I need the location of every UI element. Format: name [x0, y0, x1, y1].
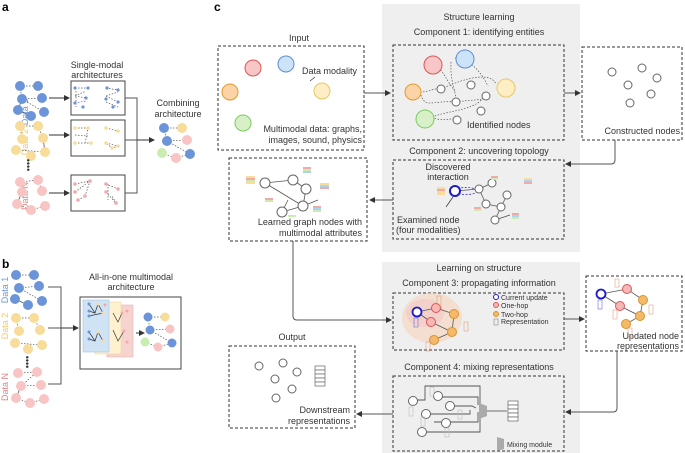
component4-title: Component 4: mixing representations [404, 362, 554, 372]
current-update-icon [493, 294, 499, 300]
updated-caption-1: Updated node [622, 331, 679, 341]
single-modal-title-1: Single-modal [71, 60, 124, 70]
updated-nodes-box [585, 275, 683, 352]
learned-graph-caption-2: multimodal attributes [279, 228, 363, 238]
mini-networks-a [73, 86, 120, 205]
constructed-nodes-graph [607, 63, 662, 108]
updated-caption-2: representations [617, 341, 680, 351]
legend-one-hop: One-hop [501, 303, 528, 310]
input-caption-1: Multimodal data: graphs, [263, 124, 362, 134]
component2-title: Component 2: uncovering topology [409, 146, 549, 156]
discovered-interaction-2: interaction [427, 172, 469, 182]
b-dataN-graph [11, 367, 49, 408]
b-data2-graph [10, 313, 47, 354]
component3-title: Component 3: propagating information [402, 278, 556, 288]
constructed-nodes-caption: Constructed nodes [604, 126, 680, 136]
component4-mixing-graph [408, 385, 519, 438]
component3-graph [402, 293, 469, 352]
output-caption-1: Downstream [299, 405, 350, 415]
single-modal-box-2 [70, 119, 126, 157]
component3-legend: Current update One-hop Two-hop Represent… [493, 294, 549, 326]
data-modality-annotation: Data modality [302, 66, 358, 76]
all-in-one-title-2: architecture [107, 282, 154, 292]
output-title: Output [278, 332, 306, 342]
connector-a [125, 97, 152, 194]
data2-graph [11, 121, 50, 161]
output-caption-2: representations [288, 416, 351, 426]
examined-node-pointer [445, 196, 454, 208]
mixing-module-legend: Mixing module [507, 442, 552, 449]
b-dataN-label: Data N [0, 373, 10, 401]
single-modal-box-N [70, 174, 126, 212]
legend-current-update: Current update [501, 295, 548, 302]
one-hop-icon [493, 302, 499, 308]
layer-1 [82, 299, 110, 353]
output-graph [254, 358, 326, 403]
connector-b [48, 286, 76, 385]
modality-yellow [313, 82, 331, 100]
data1-label: Data 1 [20, 99, 30, 126]
b-data1-graph [10, 270, 47, 310]
two-hop-icon [493, 311, 499, 317]
representation-icon [493, 318, 499, 326]
all-in-one-title-1: All-in-one multimodal [89, 272, 173, 282]
b-data2-label: Data 2 [0, 313, 10, 340]
examined-node-2: (four modalities) [396, 225, 461, 235]
learned-graph-box [228, 157, 368, 242]
legend-representation: Representation [501, 319, 549, 326]
combined-graph-a [157, 123, 195, 163]
identified-nodes-annotation: Identified nodes [467, 120, 531, 130]
dataN-graph [12, 175, 50, 215]
layer-networks [87, 302, 129, 344]
component3-box [392, 292, 565, 351]
learned-graph [246, 167, 329, 218]
output-box [228, 345, 356, 429]
examined-node-1: Examined node [397, 215, 460, 225]
input-box [217, 45, 365, 151]
combined-graph-b [140, 312, 177, 352]
combining-title-1: Combining [156, 98, 199, 108]
structure-learning-title: Structure learning [443, 12, 514, 22]
mixing-module-shape [479, 403, 487, 419]
legend-two-hop: Two-hop [501, 312, 528, 319]
learning-on-structure-title: Learning on structure [436, 263, 521, 273]
single-modal-title-2: architectures [71, 70, 123, 80]
b-data1-label: Data 1 [0, 277, 10, 304]
modality-green [234, 114, 252, 132]
discovered-interaction-1: Discovered [425, 162, 470, 172]
learning-on-structure-bg [382, 262, 580, 453]
constructed-nodes-box [581, 46, 683, 141]
ellipsis-b: •••• [22, 356, 32, 369]
modality-red [244, 59, 262, 77]
component1-box [392, 44, 565, 141]
combining-title-2: architecture [154, 109, 201, 119]
component2-graph [437, 176, 532, 225]
component1-graph [404, 49, 516, 129]
modality-blue [277, 55, 295, 73]
annotation-pointer [309, 76, 316, 82]
connector-constructed-to-c2 [566, 140, 616, 165]
learned-graph-caption-1: Learned graph nodes with [258, 217, 362, 227]
input-caption-2: images, sound, physics [268, 135, 362, 145]
component1-title: Component 1: identifying entities [414, 27, 545, 37]
input-title: Input [289, 33, 310, 43]
data1-graph [13, 81, 49, 121]
ellipsis-a: •••• [23, 159, 33, 172]
panel-label-b: b [2, 257, 9, 271]
panel-label-a: a [2, 0, 9, 14]
connector-learned-to-c3 [292, 241, 390, 321]
component4-box [392, 375, 565, 452]
mixing-module-icon [497, 437, 504, 451]
updated-nodes-graph [595, 278, 654, 338]
modality-orange [221, 83, 239, 101]
connector-updated-to-c4 [568, 351, 618, 413]
panel-label-c: c [214, 0, 221, 14]
single-modal-box-1 [70, 80, 126, 116]
